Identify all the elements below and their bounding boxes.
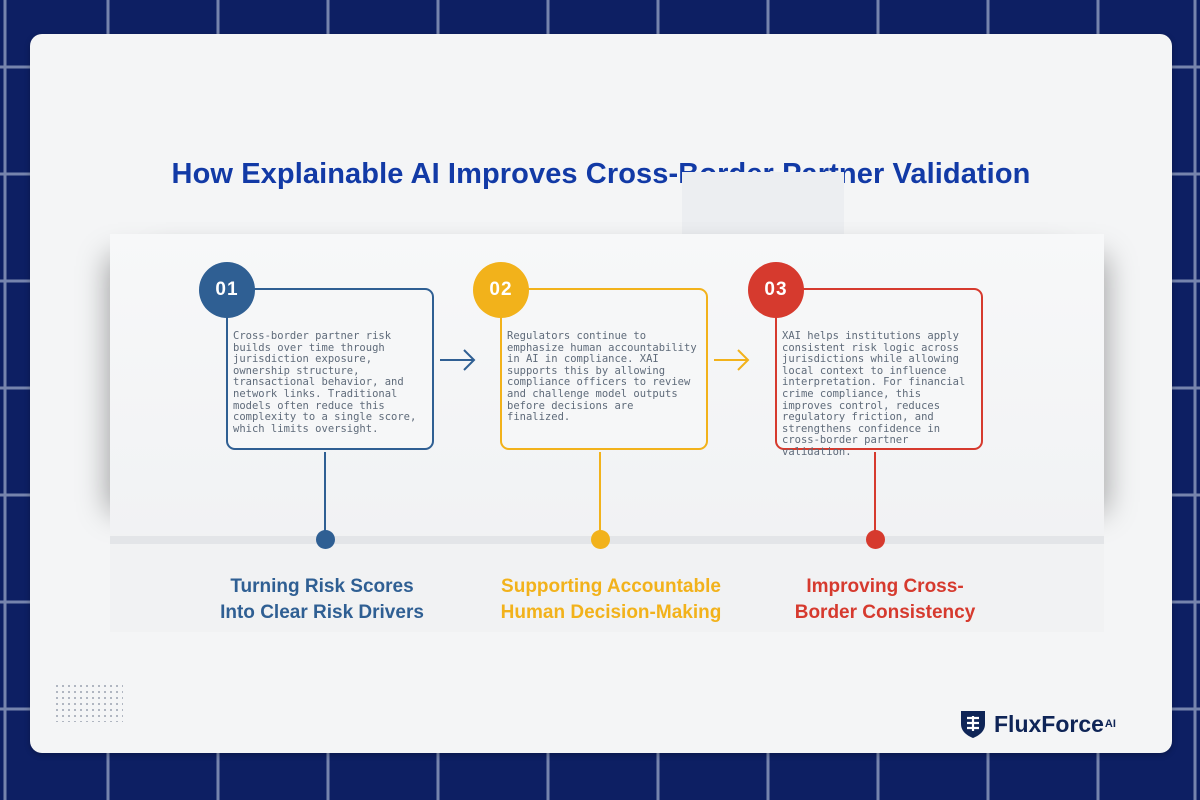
- step-1-text: Cross-border partner risk builds over ti…: [233, 330, 417, 435]
- decorative-rect: [682, 172, 844, 234]
- page-title: How Explainable AI Improves Cross-Border…: [171, 158, 1031, 190]
- step-1-dot: [316, 530, 335, 549]
- step-3-badge: 03: [748, 262, 804, 318]
- step-1-label-line1: Turning Risk Scores: [230, 576, 414, 597]
- logo-name: FluxForce: [994, 710, 1104, 737]
- step-2-box: Regulators continue to emphasize human a…: [500, 288, 708, 450]
- step-3-label-line2: Border Consistency: [794, 602, 976, 623]
- step-1-stem: [324, 452, 326, 536]
- step-1-box: Cross-border partner risk builds over ti…: [226, 288, 434, 450]
- arrow-right-icon: [440, 349, 476, 371]
- label-band: [110, 534, 1104, 632]
- step-1-badge: 01: [199, 262, 255, 318]
- step-1-label: Turning Risk Scores Into Clear Risk Driv…: [192, 574, 452, 626]
- step-3-box: XAI helps institutions apply consistent …: [775, 288, 983, 458]
- step-3-label-line1: Improving Cross-: [806, 576, 964, 597]
- step-3-stem: [874, 452, 876, 536]
- step-2-dot: [591, 530, 610, 549]
- step-2-badge: 02: [473, 262, 529, 318]
- shield-logo-icon: [961, 711, 985, 738]
- step-2-label-line1: Supporting Accountable: [501, 576, 721, 597]
- step-2-text: Regulators continue to emphasize human a…: [507, 330, 697, 424]
- step-2-label-line2: Human Decision-Making: [500, 602, 722, 623]
- step-2-stem: [599, 452, 601, 536]
- step-2-label: Supporting Accountable Human Decision-Ma…: [481, 574, 741, 626]
- step-3-label: Improving Cross- Border Consistency: [755, 574, 1015, 626]
- step-3-text: XAI helps institutions apply consistent …: [782, 330, 966, 458]
- dot-pattern-icon: [55, 684, 123, 722]
- arrow-right-icon: [714, 349, 750, 371]
- step-1-label-line2: Into Clear Risk Drivers: [220, 602, 424, 623]
- step-3-dot: [866, 530, 885, 549]
- logo-suffix: AI: [1104, 718, 1116, 730]
- infographic-card: How Explainable AI Improves Cross-Border…: [30, 34, 1172, 753]
